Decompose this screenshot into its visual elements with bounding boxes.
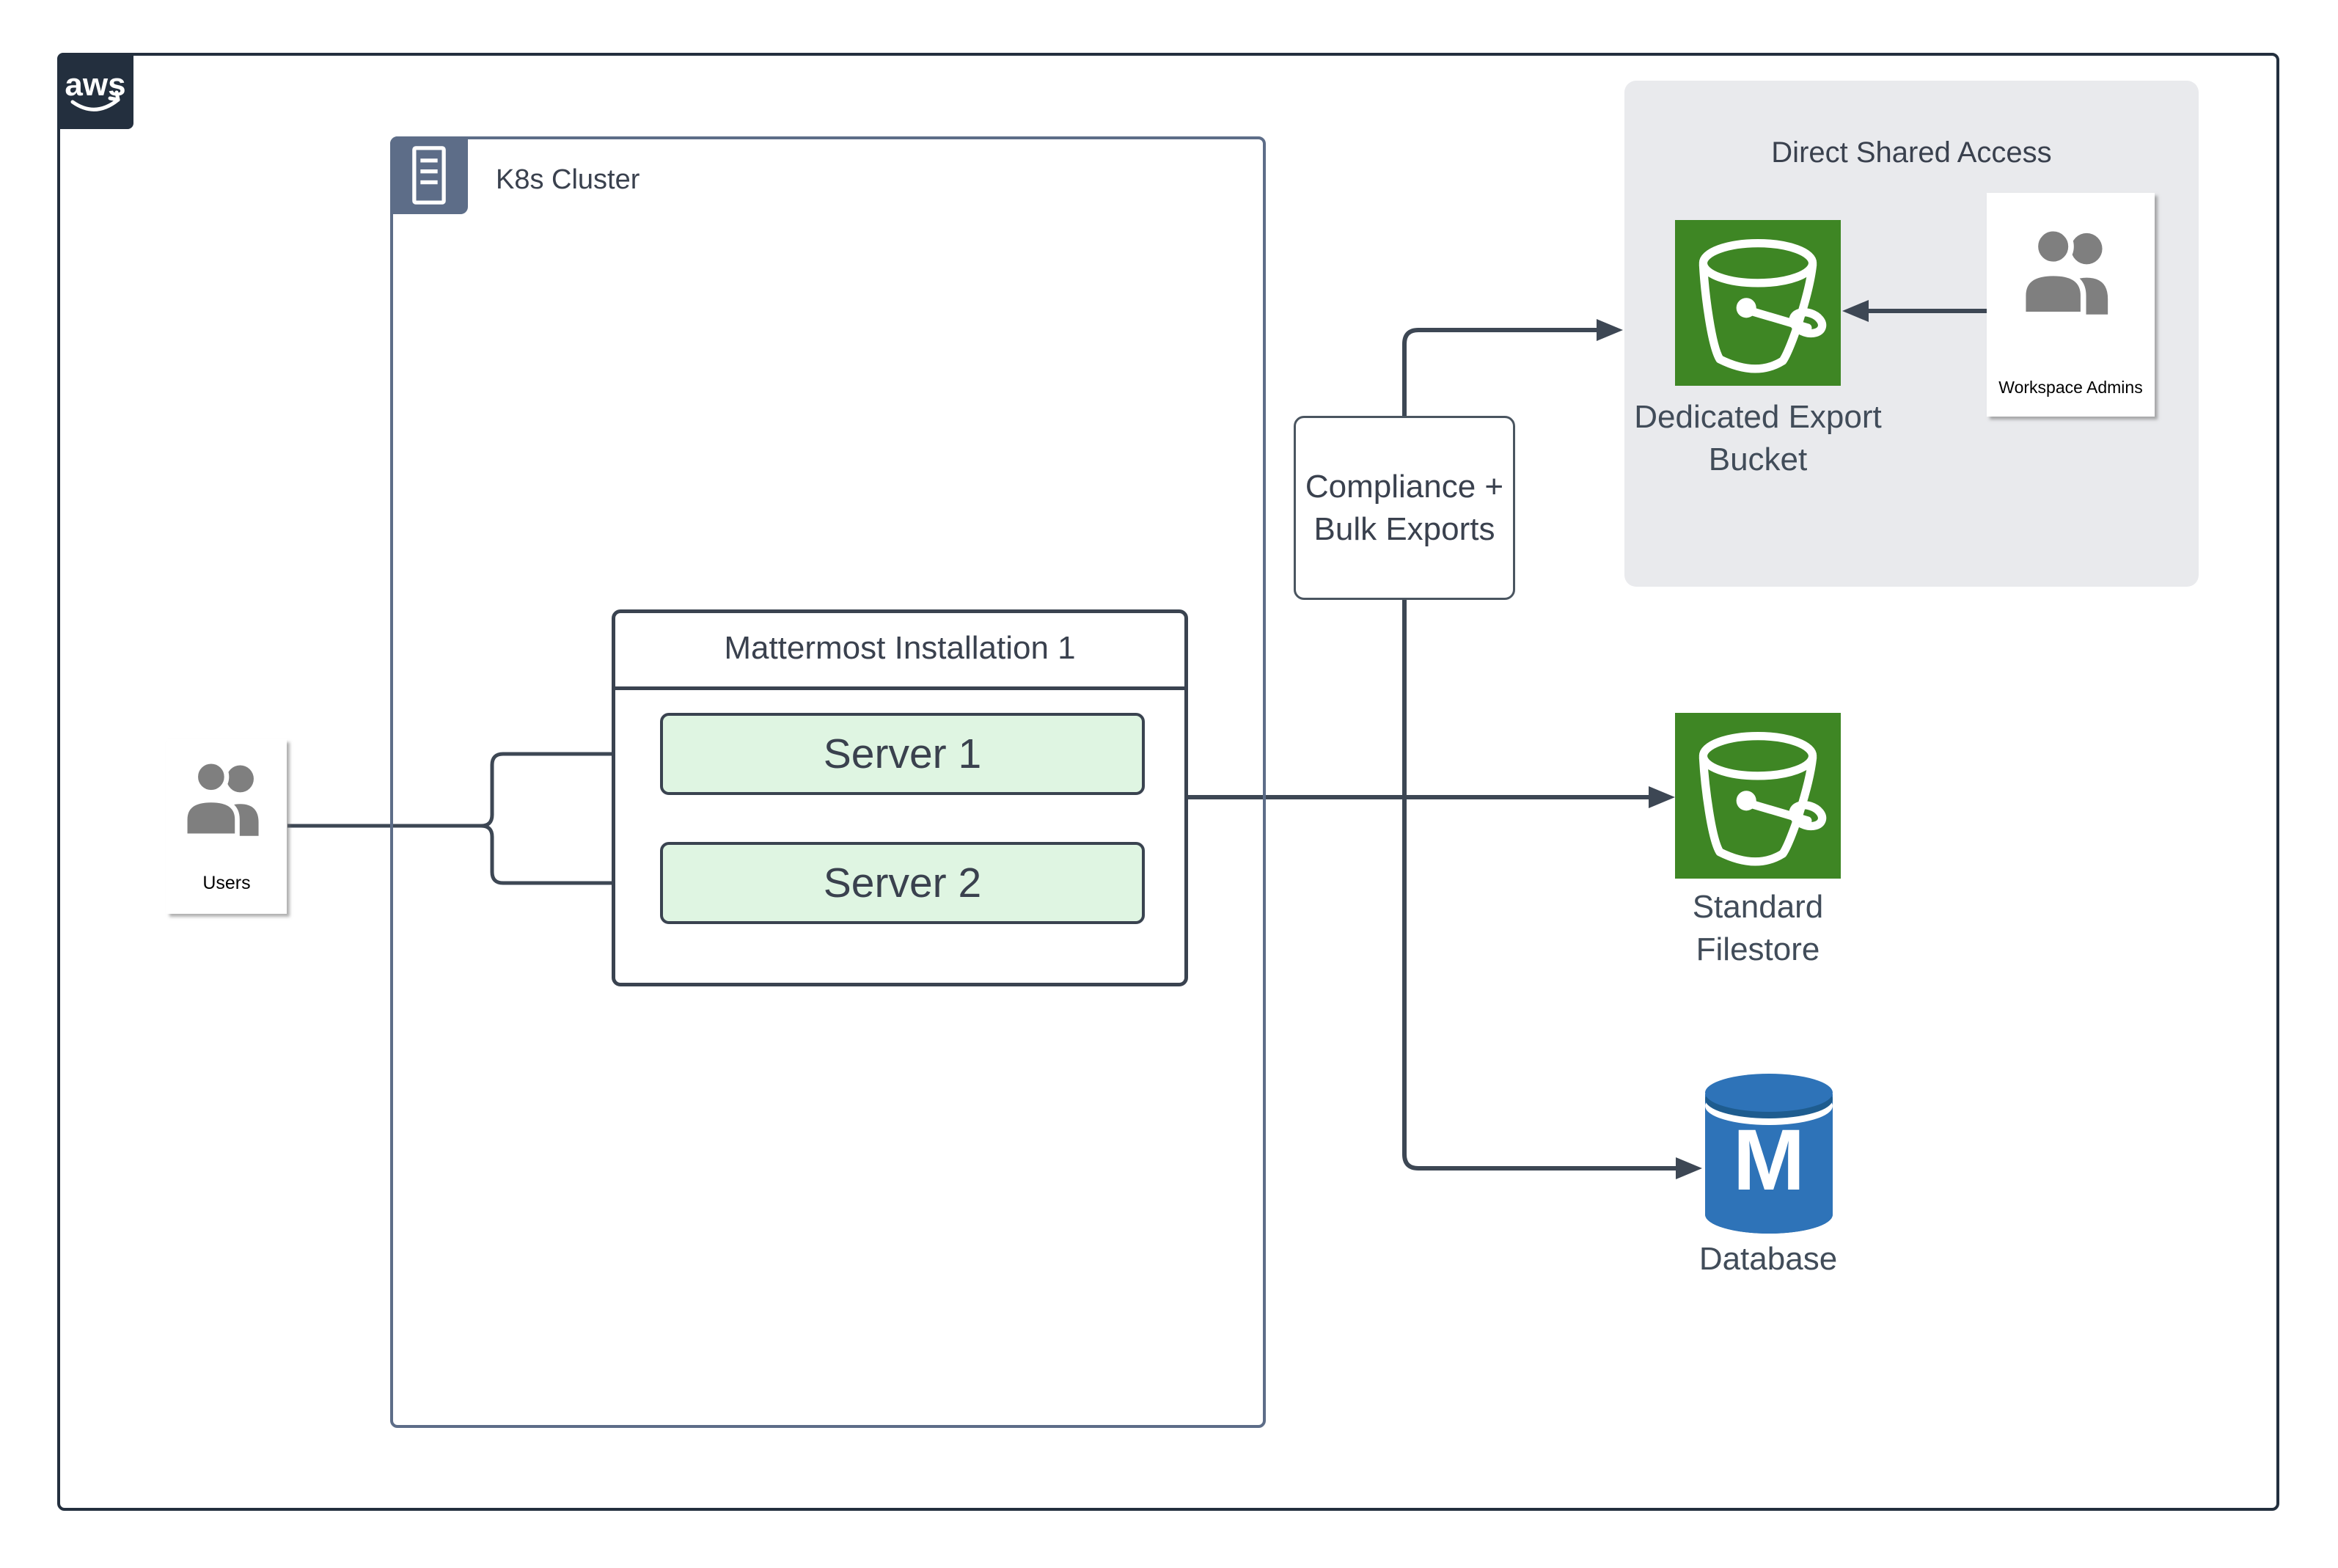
aws-cloud-border	[57, 53, 2279, 1511]
mattermost-installation-title: Mattermost Installation 1	[612, 609, 1188, 690]
workspace-admins-people-icon	[2015, 225, 2127, 318]
s3-bucket-icon	[1675, 220, 1841, 386]
server-1-box: Server 1	[660, 713, 1145, 795]
k8s-cluster-label: K8s Cluster	[496, 164, 640, 195]
compliance-line2: Bulk Exports	[1313, 510, 1495, 547]
workspace-admins-label: Workspace Admins	[1998, 378, 2143, 397]
direct-shared-access-title: Direct Shared Access	[1771, 136, 2052, 169]
dedicated-export-bucket-label: Dedicated Export Bucket	[1634, 399, 1882, 477]
k8s-cluster-box	[390, 136, 1266, 1428]
users-label: Users	[202, 873, 251, 893]
s3-bucket-icon	[1675, 713, 1841, 879]
server-2-box: Server 2	[660, 842, 1145, 924]
standard-filestore-label: Standard Filestore	[1692, 889, 1824, 967]
users-people-icon	[178, 758, 275, 839]
workspace-admins-card: Workspace Admins	[1987, 193, 2155, 417]
compliance-line1: Compliance +	[1305, 468, 1504, 505]
compliance-bulk-exports-box: Compliance + Bulk Exports	[1294, 416, 1515, 600]
server-rack-icon	[390, 136, 468, 214]
database-monogram: M	[1733, 1112, 1805, 1209]
aws-logo-icon: aws	[57, 53, 133, 129]
database-label: Database	[1698, 1241, 1838, 1277]
database-cylinder-icon: M	[1705, 1072, 1833, 1235]
